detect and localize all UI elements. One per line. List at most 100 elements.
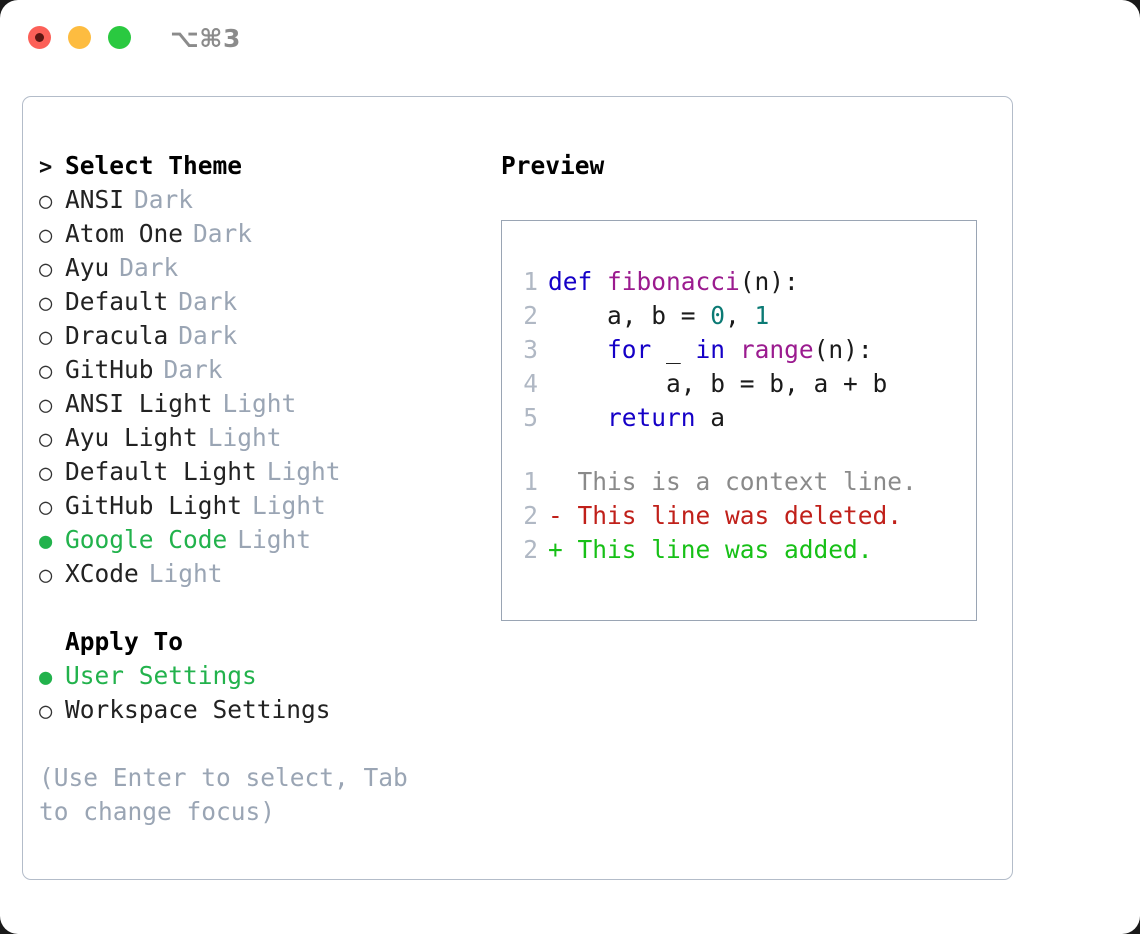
- code-token: for: [607, 335, 652, 364]
- option-label: GitHub: [65, 355, 154, 384]
- radio-selected-icon: ●: [39, 665, 53, 690]
- option-label: Default: [65, 287, 169, 316]
- caret-icon: >: [39, 155, 53, 180]
- maximize-button[interactable]: [108, 26, 131, 49]
- code-token: [548, 403, 607, 432]
- option-category-tag: Light: [266, 457, 341, 486]
- code-text: return a: [548, 401, 725, 435]
- option-label: Dracula: [65, 321, 169, 350]
- code-text: a, b = 0, 1: [548, 299, 769, 333]
- code-token: a: [695, 403, 726, 432]
- option-label: Ayu: [65, 253, 110, 282]
- option-category-tag: Light: [237, 525, 312, 554]
- keyboard-shortcut-label: ⌥⌘3: [170, 24, 241, 53]
- minimize-button[interactable]: [68, 26, 91, 49]
- line-number: 1: [523, 267, 538, 296]
- option-label: User Settings: [65, 661, 257, 690]
- line-number: 5: [523, 403, 538, 432]
- code-token: (n):: [813, 335, 873, 364]
- apply-to-option-user-settings[interactable]: ● User Settings: [39, 659, 479, 693]
- diff-line: 2 - This line was deleted.: [502, 499, 976, 533]
- radio-unselected-icon: ○: [39, 393, 53, 418]
- diff-line: 1 This is a context line.: [502, 465, 976, 499]
- code-token: 0: [710, 301, 726, 330]
- apply-to-heading: Apply To: [39, 625, 479, 659]
- theme-option-google-code[interactable]: ● Google Code Light: [39, 523, 479, 557]
- line-number: 4: [523, 369, 538, 398]
- diff-line: 2+ This line was added.: [502, 533, 976, 567]
- code-token: (n):: [739, 267, 799, 296]
- option-category-tag: Light: [148, 559, 223, 588]
- code-text: a, b = b, a + b: [548, 367, 887, 401]
- preview-title: Preview: [501, 151, 605, 180]
- radio-unselected-icon: ○: [39, 359, 53, 384]
- radio-unselected-icon: ○: [39, 325, 53, 350]
- option-label: XCode: [65, 559, 139, 588]
- option-category-tag: Dark: [119, 253, 179, 282]
- option-label: Default Light: [65, 457, 257, 486]
- theme-option-ayu[interactable]: ○ Ayu Dark: [39, 251, 479, 285]
- option-label: GitHub Light: [65, 491, 243, 520]
- diff-text: - This line was deleted.: [548, 501, 903, 530]
- theme-option-default[interactable]: ○ Default Dark: [39, 285, 479, 319]
- code-token: [548, 335, 607, 364]
- option-category-tag: Light: [252, 491, 326, 520]
- radio-unselected-icon: ○: [39, 495, 53, 520]
- theme-option-ansi-light[interactable]: ○ ANSI Light Light: [39, 387, 479, 421]
- code-text: for _ in range(n):: [548, 333, 873, 367]
- option-category-tag: Dark: [178, 287, 238, 316]
- radio-unselected-icon: ○: [39, 563, 53, 588]
- code-token: return: [607, 403, 696, 432]
- theme-option-ayu-light[interactable]: ○ Ayu Light Light: [39, 421, 479, 455]
- theme-option-xcode[interactable]: ○ XCode Light: [39, 557, 479, 591]
- code-token: a, b =: [548, 301, 711, 330]
- traffic-light-buttons: [28, 26, 131, 49]
- line-number: 3: [523, 335, 538, 364]
- radio-unselected-icon: ○: [39, 291, 53, 316]
- titlebar: ⌥⌘3: [0, 0, 1140, 78]
- option-category-tag: Light: [207, 423, 282, 452]
- code-text: def fibonacci(n):: [548, 265, 799, 299]
- option-category-tag: Light: [222, 389, 297, 418]
- hint-text: (Use Enter to select, Tab to change focu…: [39, 763, 408, 826]
- option-label: Ayu Light: [65, 423, 198, 452]
- close-button[interactable]: [28, 26, 51, 49]
- code-line: 3 for _ in range(n):: [502, 333, 976, 367]
- option-category-tag: Dark: [193, 219, 253, 248]
- option-category-tag: Dark: [134, 185, 194, 214]
- code-token: range: [739, 335, 814, 364]
- section-title: Apply To: [65, 627, 184, 656]
- option-label: Google Code: [65, 525, 228, 554]
- apply-to-group: Apply To ● User Settings ○Workspace Setting…: [39, 625, 479, 727]
- code-token: a, b = b, a + b: [548, 369, 888, 398]
- code-token: ,: [725, 301, 755, 330]
- theme-option-github-light[interactable]: ○ GitHub Light Light: [39, 489, 479, 523]
- code-diff-spacer: [502, 435, 976, 465]
- radio-unselected-icon: ○: [39, 427, 53, 452]
- code-token: def: [548, 267, 608, 296]
- radio-unselected-icon: ○: [39, 461, 53, 486]
- code-line: 2 a, b = 0, 1: [502, 299, 976, 333]
- theme-option-default-light[interactable]: ○ Default Light Light: [39, 455, 479, 489]
- code-token: [725, 335, 740, 364]
- radio-selected-icon: ●: [39, 529, 53, 554]
- line-number: 2: [523, 535, 538, 564]
- code-token: 1: [754, 301, 770, 330]
- radio-unselected-icon: ○: [39, 257, 53, 282]
- theme-section-heading: >Select Theme: [39, 149, 479, 183]
- apply-to-option-workspace-settings[interactable]: ○Workspace Settings: [39, 693, 479, 727]
- option-label: ANSI Light: [65, 389, 213, 418]
- code-line: 5 return a: [502, 401, 976, 435]
- diff-text: This is a context line.: [548, 467, 917, 496]
- line-number: 2: [523, 501, 538, 530]
